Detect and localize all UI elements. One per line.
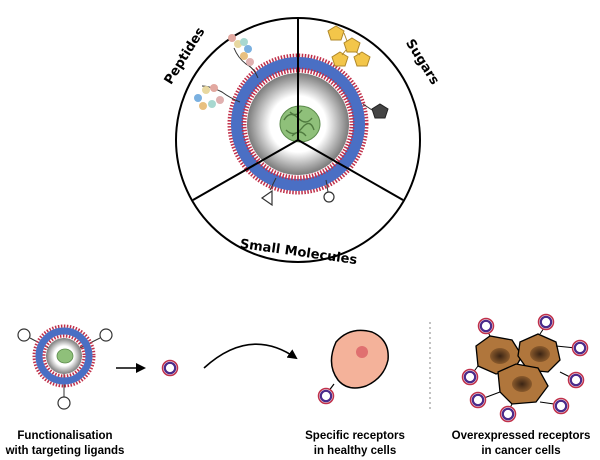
functionalised-liposome	[17, 324, 113, 410]
healthy-cell	[317, 329, 389, 405]
caption-functionalisation-line1: Functionalisation	[17, 430, 113, 442]
caption-functionalisation: Functionalisation with targeting ligands	[0, 429, 130, 459]
caption-functionalisation-line2: with targeting ligands	[5, 445, 125, 457]
protein-core	[279, 105, 321, 143]
arrow-curved	[203, 343, 298, 369]
caption-healthy-line1: Specific receptors	[305, 430, 405, 442]
caption-healthy: Specific receptors in healthy cells	[285, 429, 425, 459]
caption-cancer: Overexpressed receptors in cancer cells	[446, 429, 596, 459]
caption-cancer-line2: in cancer cells	[481, 445, 561, 457]
sugar-ligands	[327, 25, 389, 119]
ligand-wheel: Peptides Sugars Small Molecules	[162, 17, 442, 268]
small-molecule-ligands	[260, 177, 335, 207]
caption-healthy-line2: in healthy cells	[313, 445, 397, 457]
cancer-cells	[461, 313, 589, 423]
healthy-nucleus	[356, 346, 368, 358]
cancer-receptors	[461, 313, 589, 423]
caption-cancer-line1: Overexpressed receptors	[451, 430, 591, 442]
wheel-divider-left	[192, 139, 299, 201]
wheel-divider-right	[297, 139, 404, 201]
label-sugars: Sugars	[402, 37, 442, 88]
peptide-ligands	[194, 34, 259, 110]
receptor-symbol	[161, 359, 179, 377]
